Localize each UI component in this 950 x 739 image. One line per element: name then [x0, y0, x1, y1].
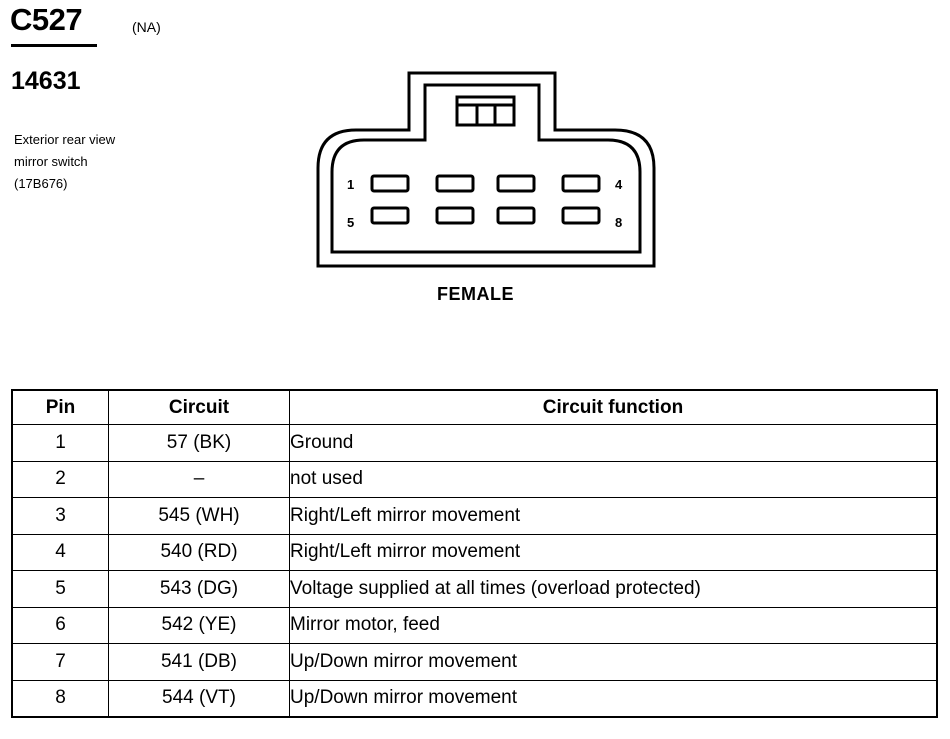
- connector-id-underline: [11, 44, 97, 47]
- part-number: 14631: [11, 67, 81, 95]
- pin-label-4: 4: [615, 177, 623, 192]
- cell-pin: 3: [11, 497, 109, 535]
- cell-pin: 6: [11, 606, 109, 644]
- connector-housing-outer: [316, 71, 656, 268]
- pin-cavity-2: [435, 174, 475, 193]
- cell-function: Right/Left mirror movement: [289, 497, 938, 535]
- pin-cavity-8: [561, 206, 601, 225]
- table-row: 3 545 (WH) Right/Left mirror movement: [11, 497, 938, 535]
- cell-circuit: 544 (VT): [108, 679, 290, 718]
- cell-circuit: –: [108, 460, 290, 498]
- table-row: 8 544 (VT) Up/Down mirror movement: [11, 679, 938, 718]
- header-circuit: Circuit: [108, 389, 290, 425]
- description-line: Exterior rear view: [14, 132, 116, 147]
- connector-housing-inner: [330, 83, 642, 254]
- cell-function: Mirror motor, feed: [289, 606, 938, 644]
- cell-pin: 8: [11, 679, 109, 718]
- pin-cavity-6: [435, 206, 475, 225]
- table-header-row: Pin Circuit Circuit function: [11, 389, 938, 425]
- header-pin: Pin: [11, 389, 109, 425]
- locking-tab: [455, 95, 516, 127]
- cell-pin: 4: [11, 533, 109, 571]
- cell-function: Right/Left mirror movement: [289, 533, 938, 571]
- pin-label-5: 5: [347, 215, 354, 230]
- pin-cavity-7: [496, 206, 536, 225]
- connector-gender-label: FEMALE: [437, 284, 514, 304]
- cell-function: not used: [289, 460, 938, 498]
- cell-function: Ground: [289, 424, 938, 462]
- cell-circuit: 545 (WH): [108, 497, 290, 535]
- cell-circuit: 540 (RD): [108, 533, 290, 571]
- pin-cavity-1: [370, 174, 410, 193]
- pin-label-8: 8: [615, 215, 622, 230]
- table-row: 2 – not used: [11, 460, 938, 498]
- table-row: 5 543 (DG) Voltage supplied at all times…: [11, 570, 938, 608]
- pin-cavity-5: [370, 206, 410, 225]
- cell-circuit: 57 (BK): [108, 424, 290, 462]
- cell-circuit: 541 (DB): [108, 643, 290, 681]
- description-line: (17B676): [14, 176, 68, 191]
- pin-cavity-3: [496, 174, 536, 193]
- table-row: 1 57 (BK) Ground: [11, 424, 938, 462]
- table-row: 4 540 (RD) Right/Left mirror movement: [11, 533, 938, 571]
- pin-cavity-4: [561, 174, 601, 193]
- header-circuit-function: Circuit function: [289, 389, 938, 425]
- connector-id: C527: [10, 2, 83, 37]
- table-row: 6 542 (YE) Mirror motor, feed: [11, 606, 938, 644]
- pin-label-1: 1: [347, 177, 354, 192]
- cell-pin: 7: [11, 643, 109, 681]
- cell-circuit: 542 (YE): [108, 606, 290, 644]
- cell-pin: 1: [11, 424, 109, 462]
- component-description: Exterior rear view mirror switch (17B676…: [14, 129, 204, 195]
- table-row: 7 541 (DB) Up/Down mirror movement: [11, 643, 938, 681]
- cell-function: Voltage supplied at all times (overload …: [289, 570, 938, 608]
- connector-region: (NA): [132, 19, 161, 35]
- cell-function: Up/Down mirror movement: [289, 679, 938, 718]
- cell-circuit: 543 (DG): [108, 570, 290, 608]
- cell-function: Up/Down mirror movement: [289, 643, 938, 681]
- description-line: mirror switch: [14, 154, 88, 169]
- cell-pin: 5: [11, 570, 109, 608]
- cell-pin: 2: [11, 460, 109, 498]
- pinout-table: Pin Circuit Circuit function 1 57 (BK) G…: [11, 389, 938, 718]
